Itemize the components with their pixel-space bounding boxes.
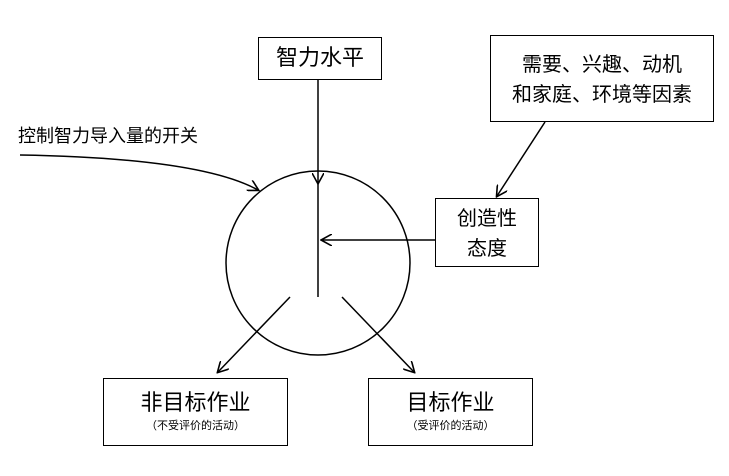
non-goal-box: 非目标作业 （不受评价的活动）	[103, 378, 288, 446]
factors-arrow	[497, 121, 546, 196]
intelligence-label: 智力水平	[275, 45, 364, 71]
goal-box: 目标作业 （受评价的活动）	[368, 378, 533, 446]
attitude-line-1: 创造性	[457, 205, 517, 230]
factors-line-1: 需要、兴趣、动机	[522, 51, 682, 76]
switch-label-arrow	[19, 154, 258, 190]
non-goal-title: 非目标作业	[140, 391, 251, 416]
factors-line-2: 和家庭、环境等因素	[512, 81, 692, 106]
goal-note: （受评价的活动）	[406, 419, 495, 432]
non-goal-note: （不受评价的活动）	[146, 419, 245, 432]
goal-arrow	[341, 296, 414, 372]
attitude-line-2: 态度	[467, 235, 507, 260]
goal-title: 目标作业	[406, 391, 495, 416]
non-goal-arrow	[218, 296, 291, 372]
switch-label: 控制智力导入量的开关	[18, 126, 198, 147]
factors-box: 需要、兴趣、动机 和家庭、环境等因素	[490, 35, 714, 122]
attitude-box: 创造性 态度	[435, 198, 539, 267]
intelligence-box: 智力水平	[258, 37, 382, 80]
